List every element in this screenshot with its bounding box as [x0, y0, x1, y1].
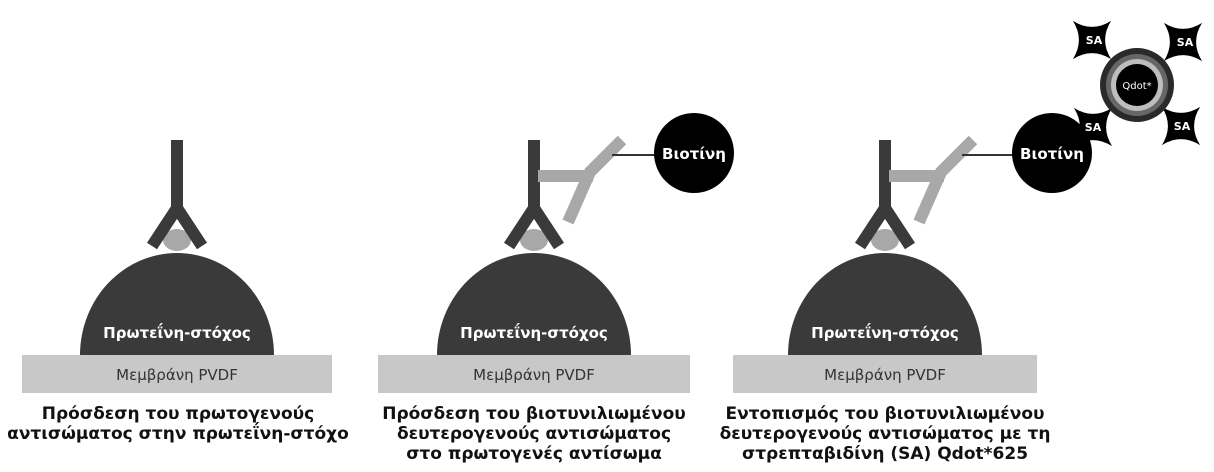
- protein-label: Πρωτεΐνη-στόχος: [811, 322, 959, 342]
- membrane-label: Μεμβράνη PVDF: [473, 366, 595, 384]
- qdot-core: [1116, 64, 1158, 106]
- streptavidin-qdot-complex: SA SA SA SA Qdot*: [1072, 20, 1203, 147]
- caption-line: δευτερογενούς αντισώματος με τη: [719, 424, 1051, 444]
- biotin-label: Βιοτίνη: [662, 145, 726, 163]
- sa-label-bottom-left: SA: [1085, 121, 1102, 134]
- panel-2: Μεμβράνη PVDF Πρωτεΐνη-στόχος Βιοτίνη: [378, 113, 734, 393]
- caption-line: Εντοπισμός του βιοτυνιλιωμένου: [725, 404, 1045, 424]
- caption-panel-2: Πρόσδεση του βιοτυνιλιωμένου δευτερογενο…: [344, 404, 724, 464]
- primary-antibody: [854, 140, 916, 250]
- caption-line: αντισώματος στην πρωτεΐνη-στόχο: [7, 424, 349, 444]
- membrane-label: Μεμβράνη PVDF: [824, 366, 946, 384]
- caption-panel-3: Εντοπισμός του βιοτυνιλιωμένου δευτερογε…: [695, 404, 1075, 464]
- primary-antibody: [503, 140, 565, 250]
- pvdf-membrane: [733, 355, 1037, 393]
- panel-1: Μεμβράνη PVDF Πρωτεΐνη-στόχος: [22, 140, 332, 393]
- caption-panel-1: Πρόσδεση του πρωτογενούς αντισώματος στη…: [0, 404, 368, 444]
- target-protein: [437, 253, 631, 355]
- caption-line: Πρόσδεση του πρωτογενούς: [41, 404, 315, 424]
- primary-antibody: [146, 140, 208, 250]
- caption-line: Πρόσδεση του βιοτυνιλιωμένου: [382, 404, 686, 424]
- secondary-antibody: [889, 135, 978, 225]
- caption-line: δευτερογενούς αντισώματος: [396, 424, 672, 444]
- pvdf-membrane: [22, 355, 332, 393]
- epitope: [871, 229, 899, 251]
- caption-line: στο πρωτογενές αντίσωμα: [406, 444, 662, 464]
- biotin: [1012, 113, 1092, 193]
- sa-subunit-bottom-right: [1161, 106, 1201, 146]
- sa-label-top-left: SA: [1086, 34, 1103, 47]
- sa-subunit-top-right: [1163, 22, 1203, 62]
- target-protein: [788, 253, 982, 355]
- biotin-label: Βιοτίνη: [1020, 145, 1084, 163]
- sa-label-top-right: SA: [1177, 36, 1194, 49]
- secondary-antibody: [538, 135, 627, 225]
- biotin: [654, 113, 734, 193]
- sa-subunit-top-left: [1072, 20, 1112, 60]
- pvdf-membrane: [378, 355, 690, 393]
- sa-subunit-bottom-left: [1073, 107, 1113, 147]
- qdot-label: Qdot*: [1122, 81, 1151, 92]
- caption-line: στρεπταβιδίνη (SA) Qdot*625: [741, 444, 1029, 464]
- sa-label-bottom-right: SA: [1174, 120, 1191, 133]
- target-protein: [80, 253, 274, 355]
- panel-3: Μεμβράνη PVDF Πρωτεΐνη-στόχος Βιοτίνη: [733, 20, 1203, 393]
- protein-label: Πρωτεΐνη-στόχος: [103, 322, 251, 342]
- epitope: [520, 229, 548, 251]
- membrane-label: Μεμβράνη PVDF: [116, 366, 238, 384]
- epitope: [163, 229, 191, 251]
- protein-label: Πρωτεΐνη-στόχος: [460, 322, 608, 342]
